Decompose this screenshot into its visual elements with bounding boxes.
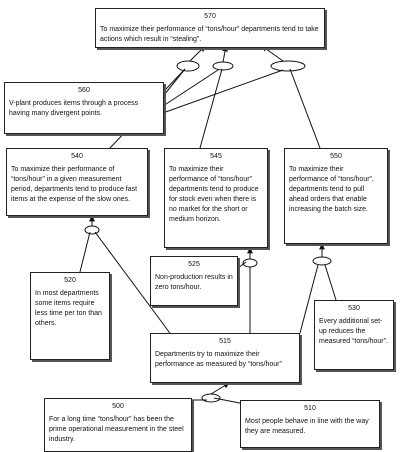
link-560c-to-570	[159, 69, 284, 115]
link-and-left-to-570	[189, 45, 206, 62]
link-550-to-570	[289, 68, 321, 149]
node-530-number: 530	[348, 305, 360, 312]
link-and-to-515	[210, 382, 230, 395]
node-530-text: Every additional set-up reduces the meas…	[319, 318, 388, 345]
node-570-number: 570	[204, 13, 216, 20]
link-560-to-570	[159, 68, 186, 101]
node-520: 520 In most departments some items requi…	[30, 272, 110, 360]
node-500-text: For a long time “tons/hour” has been the…	[49, 416, 184, 443]
node-545-number: 545	[210, 153, 222, 160]
node-525-number: 525	[188, 261, 200, 268]
node-550-number: 550	[330, 153, 342, 160]
link-515-to-540	[94, 231, 176, 341]
node-500-number: 500	[112, 403, 124, 410]
node-500: 500 For a long time “tons/hour” has been…	[44, 398, 192, 452]
node-515: 515 Departments try to maximize their pe…	[150, 333, 300, 383]
node-510: 510 Most people behave in line with the …	[240, 400, 380, 448]
node-525: 525 Non-production results in zero tons/…	[150, 256, 238, 306]
node-545: 545 To maximize their performance of “to…	[164, 148, 268, 248]
node-560: 560 V-plant produces items through a pro…	[4, 82, 164, 134]
node-545-text: To maximize their performance of “tons/h…	[169, 166, 259, 223]
node-560-number: 560	[78, 87, 90, 94]
link-525-to-545	[237, 261, 247, 269]
node-515-number: 515	[219, 338, 231, 345]
node-540: 540 To maximize their performance of “to…	[6, 148, 148, 216]
link-530-to-550	[324, 264, 337, 301]
and-ellipse-570-mid	[212, 61, 234, 71]
node-570-text: To maximize their performance of “tons/h…	[100, 26, 319, 43]
node-530: 530 Every additional set-up reduces the …	[314, 300, 394, 370]
and-ellipse-515	[201, 393, 221, 403]
link-560b-to-570	[159, 69, 219, 109]
node-550: 550 To maximize their performance of “to…	[284, 148, 388, 244]
node-560-text: V-plant produces items through a process…	[9, 100, 139, 117]
and-ellipse-540	[84, 225, 100, 235]
link-and-mid-to-570	[222, 45, 228, 63]
node-570: 570 To maximize their performance of “to…	[95, 8, 325, 48]
node-540-number: 540	[71, 153, 83, 160]
node-525-text: Non-production results in zero tons/hour…	[155, 274, 233, 291]
node-550-text: To maximize their performance of “tons/h…	[289, 166, 374, 213]
node-520-number: 520	[64, 277, 76, 284]
node-510-number: 510	[304, 405, 316, 412]
and-ellipse-570-left	[176, 60, 200, 72]
link-520-to-540	[79, 231, 91, 273]
node-510-text: Most people behave in line with the way …	[245, 418, 369, 435]
node-540-text: To maximize their performance of “tons/h…	[11, 166, 138, 203]
link-and-right-to-570	[261, 45, 284, 62]
and-ellipse-570-right	[270, 60, 306, 72]
and-ellipse-550	[312, 256, 332, 266]
node-515-text: Departments try to maximize their perfor…	[155, 351, 282, 368]
link-515-to-550	[299, 264, 319, 334]
node-520-text: In most departments some items require l…	[35, 290, 102, 327]
link-545-to-570	[199, 68, 223, 149]
